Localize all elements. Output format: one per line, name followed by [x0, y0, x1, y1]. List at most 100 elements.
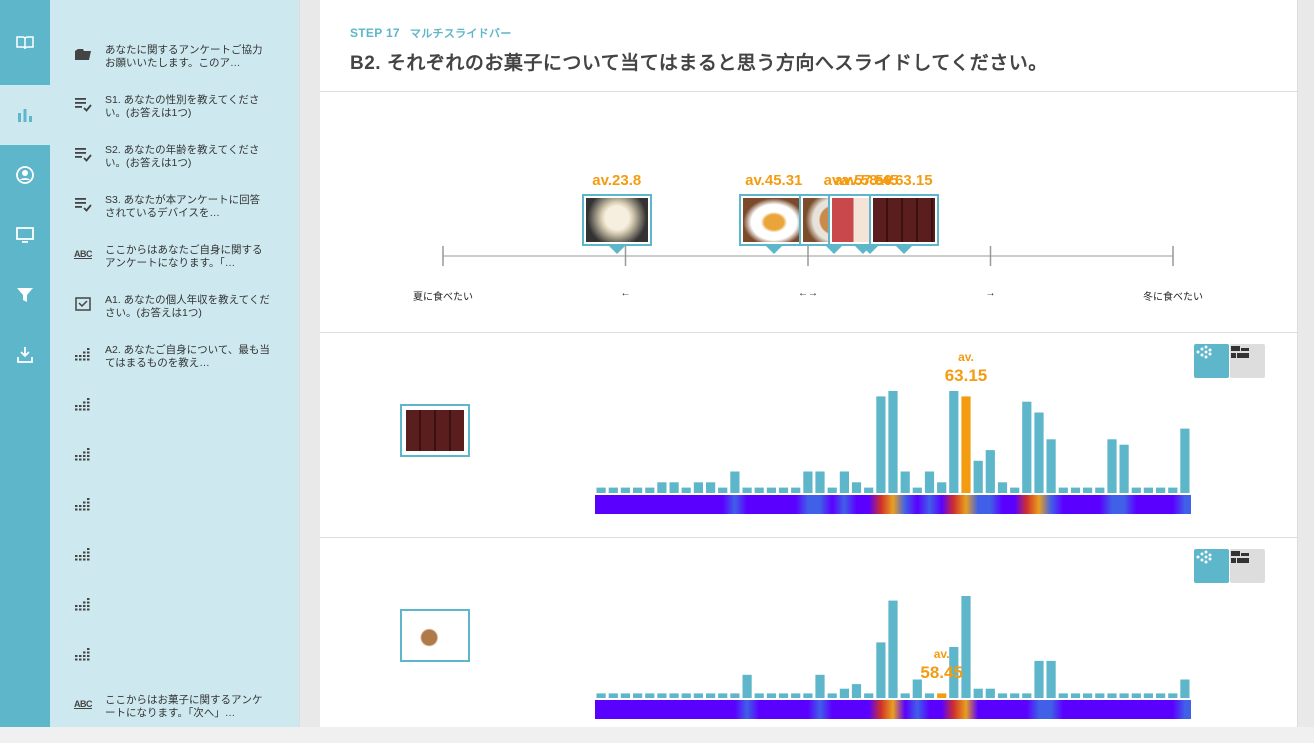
sidebar-question-item[interactable]: A2. あなたご自身について、最も当てはまるものを教え… — [50, 338, 299, 388]
monitor-icon — [16, 227, 34, 243]
histogram-bar — [657, 693, 667, 698]
question-sidebar: あなたに関するアンケートご協力お願いいたします。このア…S1. あなたの性別を教… — [50, 0, 299, 727]
histogram-bar — [730, 693, 740, 698]
histogram-bar — [1095, 487, 1105, 493]
ice-cream-image — [585, 198, 648, 242]
average-prefix: av. — [933, 647, 950, 662]
histogram-bar — [864, 693, 874, 698]
histogram-bar — [1010, 487, 1020, 493]
histogram-bar — [1058, 693, 1068, 698]
average-value: 58.45 — [920, 663, 963, 683]
histogram-bar — [827, 693, 837, 698]
filter-icon — [17, 288, 33, 302]
histogram-bar — [985, 450, 995, 493]
sidebar-question-item[interactable]: S1. あなたの性別を教えてください。(お答えは1つ) — [50, 88, 299, 138]
histogram-bar — [876, 642, 886, 698]
checklist-icon — [72, 194, 94, 214]
rail-user-button[interactable] — [0, 145, 50, 205]
sidebar-question-item[interactable]: A1. あなたの個人年収を教えてください。(お答えは1つ) — [50, 288, 299, 338]
histogram-bar — [839, 688, 849, 698]
chocolate-image — [872, 198, 935, 242]
matrix-icon — [72, 394, 94, 414]
user-circle-icon — [16, 166, 34, 184]
checklist-icon — [72, 94, 94, 114]
histogram-bar — [596, 693, 606, 698]
histogram-bar — [1180, 679, 1190, 698]
histogram-bar — [851, 482, 862, 493]
histogram-bar — [766, 693, 776, 698]
marker-average-label: av. — [823, 172, 844, 189]
step-number: STEP 17 — [350, 26, 400, 40]
dots-icon — [1196, 550, 1212, 564]
histogram-bar — [620, 487, 630, 493]
histogram-bar — [1010, 693, 1020, 698]
histogram-bar — [1083, 487, 1093, 493]
slider-marker-ice-cream[interactable] — [581, 194, 652, 254]
histogram-bar — [633, 487, 643, 493]
sidebar-question-item[interactable] — [50, 538, 299, 588]
sidebar-question-item[interactable] — [50, 588, 299, 638]
histogram-bar — [1095, 693, 1105, 698]
sidebar-question-item[interactable] — [50, 638, 299, 688]
sidebar-question-item[interactable] — [50, 488, 299, 538]
histogram-bar — [973, 688, 983, 698]
histogram-bar — [608, 487, 618, 493]
sidebar-question-item[interactable]: S2. あなたの年齢を教えてください。(お答えは1つ) — [50, 138, 299, 188]
histogram-bar — [766, 487, 776, 493]
sidebar-question-label: ここからはあなたご自身に関するアンケートになります。「… — [105, 244, 263, 269]
scale-label: ←→ — [798, 288, 818, 299]
rail-monitor-button[interactable] — [0, 205, 50, 265]
matrix-icon — [72, 444, 94, 464]
scroll-gutter[interactable] — [1297, 0, 1314, 727]
histogram-bar — [681, 487, 691, 493]
histogram-bar — [742, 674, 752, 698]
histogram-bar — [1107, 439, 1117, 493]
histogram-bar — [669, 482, 679, 493]
histogram-bar — [1022, 401, 1032, 493]
matrix-icon — [72, 544, 94, 564]
sidebar-question-item[interactable]: ABC ここからはあなたご自身に関するアンケートになります。「… — [50, 238, 299, 288]
histogram-bar — [742, 487, 752, 493]
question-list: あなたに関するアンケートご協力お願いいたします。このア…S1. あなたの性別を教… — [50, 38, 299, 738]
question-title: B2. それぞれのお菓子について当てはまると思う方向へスライドしてください。 — [350, 53, 1048, 74]
abc-icon: ABC — [74, 249, 93, 259]
average-annotation: av.63.15 — [945, 351, 988, 384]
dot-view-toggle[interactable] — [1194, 549, 1229, 583]
rail-book-button[interactable] — [0, 0, 50, 85]
histogram-bar — [754, 487, 764, 493]
sidebar-question-item[interactable]: あなたに関するアンケートご協力お願いいたします。このア… — [50, 38, 299, 88]
histogram-bar — [1131, 487, 1141, 493]
histogram-bar — [791, 487, 801, 493]
sidebar-question-item[interactable] — [50, 388, 299, 438]
histogram-bar — [803, 693, 813, 698]
histogram-bar — [669, 693, 679, 698]
histogram-bar — [706, 693, 716, 698]
sidebar-question-item[interactable] — [50, 438, 299, 488]
histogram-bar — [888, 391, 898, 493]
stacked-bars-icon — [1231, 551, 1249, 563]
rail-download-button[interactable] — [0, 325, 50, 385]
histogram-bar-average — [961, 396, 971, 493]
scale-label: → — [985, 288, 996, 299]
histogram-bar — [596, 487, 606, 493]
bar-view-toggle[interactable] — [1230, 549, 1265, 583]
rail-filter-button[interactable] — [0, 265, 50, 325]
histogram-bar — [645, 487, 655, 493]
histogram-bar — [937, 482, 947, 493]
rail-chart-button[interactable] — [0, 85, 50, 145]
histogram-bar — [681, 693, 691, 698]
dot-view-toggle[interactable] — [1194, 344, 1229, 378]
histogram-bar — [912, 487, 922, 493]
checklist-icon — [72, 144, 94, 164]
histogram-bar — [1119, 444, 1129, 493]
dots-icon — [1196, 345, 1212, 359]
sidebar-question-item[interactable]: S3. あなたが本アンケートに回答されているデバイスを… — [50, 188, 299, 238]
slider-marker-chocolate[interactable] — [868, 194, 939, 254]
histogram-bar — [1131, 693, 1141, 698]
histogram-bar-average — [937, 693, 947, 698]
histogram-bar — [803, 471, 813, 493]
sidebar-question-label: A1. あなたの個人年収を教えてください。(お答えは1つ) — [105, 294, 270, 319]
bar-view-toggle[interactable] — [1230, 344, 1265, 378]
